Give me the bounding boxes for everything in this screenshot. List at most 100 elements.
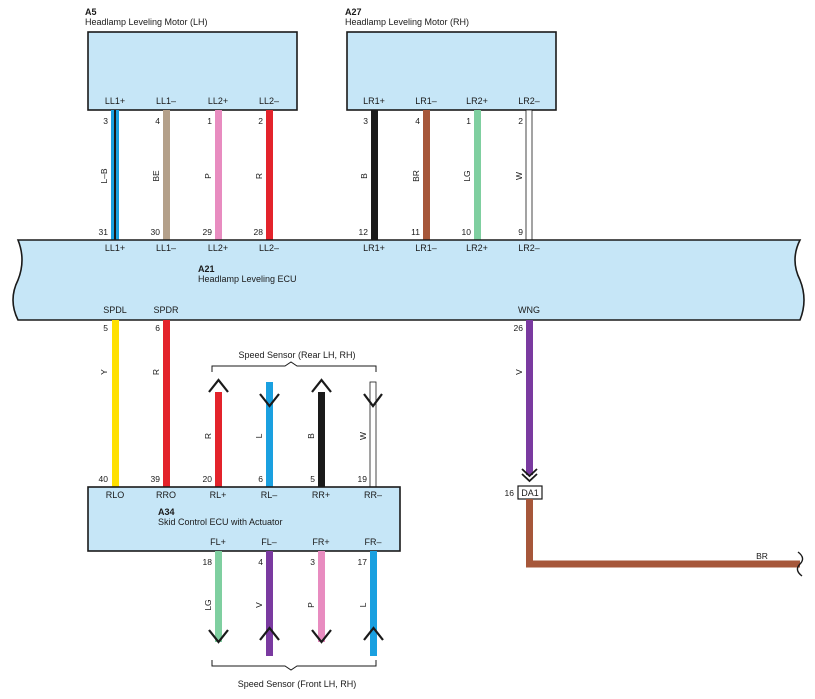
wire-break-icon xyxy=(796,551,804,577)
pin-number: 28 xyxy=(254,227,264,237)
wire-fr-plus xyxy=(318,551,325,642)
arrow-down-icon xyxy=(363,393,383,408)
pin-number: 31 xyxy=(99,227,109,237)
pin-number: 2 xyxy=(518,116,523,126)
wire-wng xyxy=(526,320,533,475)
wire-color-code: LG xyxy=(203,599,213,610)
terminal-label: LR2– xyxy=(518,96,540,106)
arrow-down-icon xyxy=(259,393,280,408)
terminal-label: SPDL xyxy=(103,305,127,315)
pin-number: 6 xyxy=(258,474,263,484)
wire-color-code: V xyxy=(254,602,264,608)
rear-sensor-bracket xyxy=(211,361,377,372)
terminal-label: RL+ xyxy=(210,490,227,500)
terminal-label: LR1+ xyxy=(363,96,385,106)
a34-name: Skid Control ECU with Actuator xyxy=(158,517,283,527)
a34-skid-control-ecu-box xyxy=(87,486,401,552)
wire-color-code: R xyxy=(254,173,264,179)
pin-number: 30 xyxy=(151,227,161,237)
a21-ecu-box xyxy=(12,239,805,321)
terminal-label: RLO xyxy=(106,490,125,500)
arrow-up-icon xyxy=(311,378,332,393)
wire-fl-plus xyxy=(215,551,222,642)
wire-spdr xyxy=(163,320,170,487)
a27-code: A27 xyxy=(345,7,362,17)
wire-rl-minus xyxy=(266,382,273,487)
wire-rl-plus xyxy=(215,392,222,487)
pin-number: 40 xyxy=(99,474,109,484)
a27-motor-rh-box xyxy=(346,31,557,111)
pin-number: 19 xyxy=(358,474,368,484)
wire-rr-plus xyxy=(318,392,325,487)
wire-ll2-plus xyxy=(215,110,222,240)
wire-fl-minus xyxy=(266,551,273,656)
terminal-label: RR+ xyxy=(312,490,330,500)
wire-br-ground xyxy=(526,499,800,568)
wire-color-code: W xyxy=(358,432,368,440)
a34-code: A34 xyxy=(158,507,175,517)
pin-number: 3 xyxy=(363,116,368,126)
terminal-label: LL2– xyxy=(259,243,279,253)
connector-pin-number: 16 xyxy=(505,488,515,498)
wire-ll1-minus xyxy=(163,110,170,240)
terminal-label: LL1+ xyxy=(105,96,125,106)
arrow-up-icon xyxy=(363,626,384,641)
pin-number: 26 xyxy=(514,323,524,333)
wire-color-code: BE xyxy=(151,170,161,182)
wire-lr1-minus xyxy=(423,110,430,240)
pin-number: 11 xyxy=(411,227,420,237)
terminal-label: FR– xyxy=(364,537,381,547)
wire-fr-minus xyxy=(370,551,377,656)
terminal-label: LR1+ xyxy=(363,243,385,253)
wire-color-code: LG xyxy=(462,170,472,181)
wire-color-code: P xyxy=(306,602,316,608)
terminal-label: LR2– xyxy=(518,243,540,253)
wire-color-code: L xyxy=(254,433,264,438)
terminal-label: LL2+ xyxy=(208,243,228,253)
wire-spdl xyxy=(112,320,119,487)
terminal-label: FL+ xyxy=(210,537,226,547)
terminal-label: LL2+ xyxy=(208,96,228,106)
terminal-label: FR+ xyxy=(312,537,329,547)
pin-number: 3 xyxy=(103,116,108,126)
wire-color-code: V xyxy=(514,369,524,375)
wire-ll1-plus xyxy=(111,110,119,240)
wire-lr2-plus xyxy=(474,110,481,240)
pin-number: 1 xyxy=(207,116,212,126)
pin-number: 9 xyxy=(518,227,523,237)
terminal-label: SPDR xyxy=(153,305,179,315)
pin-number: 2 xyxy=(258,116,263,126)
terminal-label: LR2+ xyxy=(466,243,488,253)
wire-color-code: B xyxy=(306,433,316,439)
a27-name: Headlamp Leveling Motor (RH) xyxy=(345,17,469,27)
wire-color-code: B xyxy=(359,173,369,179)
wire-color-code: Y xyxy=(99,369,109,375)
connector-chevron-icon xyxy=(521,468,538,483)
pin-number: 6 xyxy=(155,323,160,333)
terminal-label: FL– xyxy=(261,537,277,547)
pin-number: 4 xyxy=(258,557,263,567)
terminal-label: RRO xyxy=(156,490,176,500)
a5-motor-lh-box xyxy=(87,31,298,111)
wire-color-code: BR xyxy=(411,170,421,182)
pin-number: 1 xyxy=(466,116,471,126)
wire-color-code: W xyxy=(514,172,524,180)
pin-number: 20 xyxy=(203,474,213,484)
pin-number: 39 xyxy=(151,474,161,484)
pin-number: 3 xyxy=(310,557,315,567)
pin-number: 5 xyxy=(310,474,315,484)
arrow-up-icon xyxy=(208,378,229,393)
terminal-label: WNG xyxy=(518,305,540,315)
wire-ll2-minus xyxy=(266,110,273,240)
wire-rr-minus xyxy=(369,381,377,488)
terminal-label: LR1– xyxy=(415,243,437,253)
pin-number: 29 xyxy=(203,227,213,237)
wire-color-code: BR xyxy=(756,551,768,561)
wire-color-code: P xyxy=(203,173,213,179)
pin-number: 12 xyxy=(359,227,369,237)
terminal-label: LL1– xyxy=(156,243,176,253)
pin-number: 17 xyxy=(358,557,368,567)
terminal-label: RL– xyxy=(261,490,278,500)
arrow-down-icon xyxy=(311,629,332,644)
